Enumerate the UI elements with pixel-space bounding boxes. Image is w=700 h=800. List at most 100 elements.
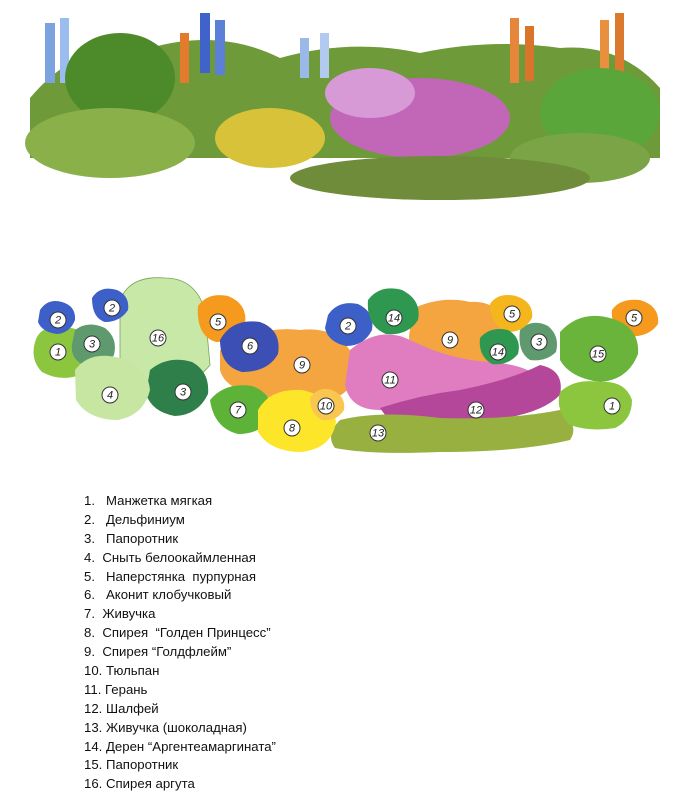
marker-circle [385,309,403,327]
legend-item: 8. Спирея “Голден Принцесс” [84,625,271,641]
marker-number: 2 [54,315,61,327]
marker-circle [103,299,121,317]
marker-circle [369,424,387,442]
marker-number: 5 [509,309,516,321]
marker-circle [589,345,607,363]
marker-circle [101,386,119,404]
legend-item: 12. Шалфей [84,700,159,716]
marker-circle [467,401,485,419]
scheme-marker: 3 [83,335,101,353]
front-left-foliage [25,108,195,178]
plant-1-alchemilla-right [558,381,632,430]
scheme-marker: 2 [103,299,121,317]
scheme-marker: 3 [174,383,192,401]
geranium-pink [325,68,415,118]
scheme-marker: 5 [503,305,521,323]
marker-circle [209,313,227,331]
scheme-marker: 16 [149,329,167,347]
scheme-marker: 14 [385,309,403,327]
scheme-marker: 14 [489,343,507,361]
plant-legend: 1. Манжетка мягкая 2. Дельфиниум 3. Папоро… [84,492,276,794]
marker-number: 2 [344,321,351,333]
scheme-marker: 4 [101,386,119,404]
scheme-marker: 12 [467,401,485,419]
scheme-marker: 9 [441,331,459,349]
marker-number: 1 [609,401,615,413]
legend-item: 14. Дерен “Аргентеамаргината” [84,738,276,754]
scheme-marker: 5 [209,313,227,331]
marker-number: 10 [320,401,333,413]
marker-number: 16 [152,333,165,345]
marker-number: 8 [289,423,296,435]
legend-item: 10. Тюльпан [84,663,160,679]
marker-circle [241,337,259,355]
legend-item: 16. Спирея аргута [84,776,195,792]
legend-item: 3. Папоротник [84,530,179,546]
marker-number: 12 [470,405,482,417]
legend-item: 6. Аконит клобучковый [84,587,232,603]
marker-circle [283,419,301,437]
scheme-marker: 2 [339,317,357,335]
marker-circle [381,371,399,389]
marker-number: 15 [592,349,605,361]
marker-number: 13 [372,428,385,440]
marker-number: 7 [235,405,242,417]
plant-13-ajuga-chocolate [331,410,574,453]
marker-number: 3 [180,387,187,399]
marker-circle [441,331,459,349]
scheme-marker: 2 [49,311,67,329]
legend-item: 13. Живучка (шоколадная) [84,719,247,735]
legend-item: 2. Дельфиниум [84,511,185,527]
marker-circle [49,311,67,329]
scheme-marker: 5 [625,309,643,327]
marker-number: 14 [492,347,504,359]
legend-item: 15. Папоротник [84,757,179,773]
marker-number: 2 [108,303,115,315]
marker-circle [530,333,548,351]
plant-12-salvia [380,365,561,424]
legend-item: 4. Сныть белоокаймленная [84,549,256,565]
scheme-marker: 11 [381,371,399,389]
marker-circle [83,335,101,353]
marker-number: 3 [89,339,96,351]
marker-number: 3 [536,337,543,349]
legend-item: 1. Манжетка мягкая [84,493,213,508]
legend-item: 11. Герань [84,681,148,697]
front-chocolate-ajuga [290,156,590,200]
flowerbed-illustration [25,13,660,200]
scheme-marker: 10 [317,397,335,415]
legend-item: 9. Спирея “Голдфлейм” [84,644,232,660]
marker-number: 14 [388,313,400,325]
marker-number: 4 [107,390,113,402]
scheme-marker: 1 [49,343,67,361]
scheme-marker: 9 [293,356,311,374]
marker-number: 5 [215,317,222,329]
marker-circle [229,401,247,419]
digitalis-spires [180,13,624,83]
scheme-marker: 15 [589,345,607,363]
scheme-marker: 13 [369,424,387,442]
scheme-marker: 7 [229,401,247,419]
scheme-marker: 1 [603,397,621,415]
scheme-marker: 6 [241,337,259,355]
marker-circle [489,343,507,361]
spirea-shrub [65,33,175,123]
marker-circle [49,343,67,361]
marker-number: 11 [384,375,395,387]
marker-circle [503,305,521,323]
marker-circle [603,397,621,415]
scheme-marker: 8 [283,419,301,437]
delphinium-spires [45,13,329,83]
scheme-marker: 3 [530,333,548,351]
marker-circle [174,383,192,401]
marker-number: 5 [631,313,638,325]
marker-number: 9 [447,335,453,347]
legend-item: 5. Наперстянка пурпурная [84,568,257,584]
marker-circle [149,329,167,347]
legend-item: 7. Живучка [84,606,156,622]
marker-circle [317,397,335,415]
yellow-shrub [215,108,325,168]
marker-circle [293,356,311,374]
